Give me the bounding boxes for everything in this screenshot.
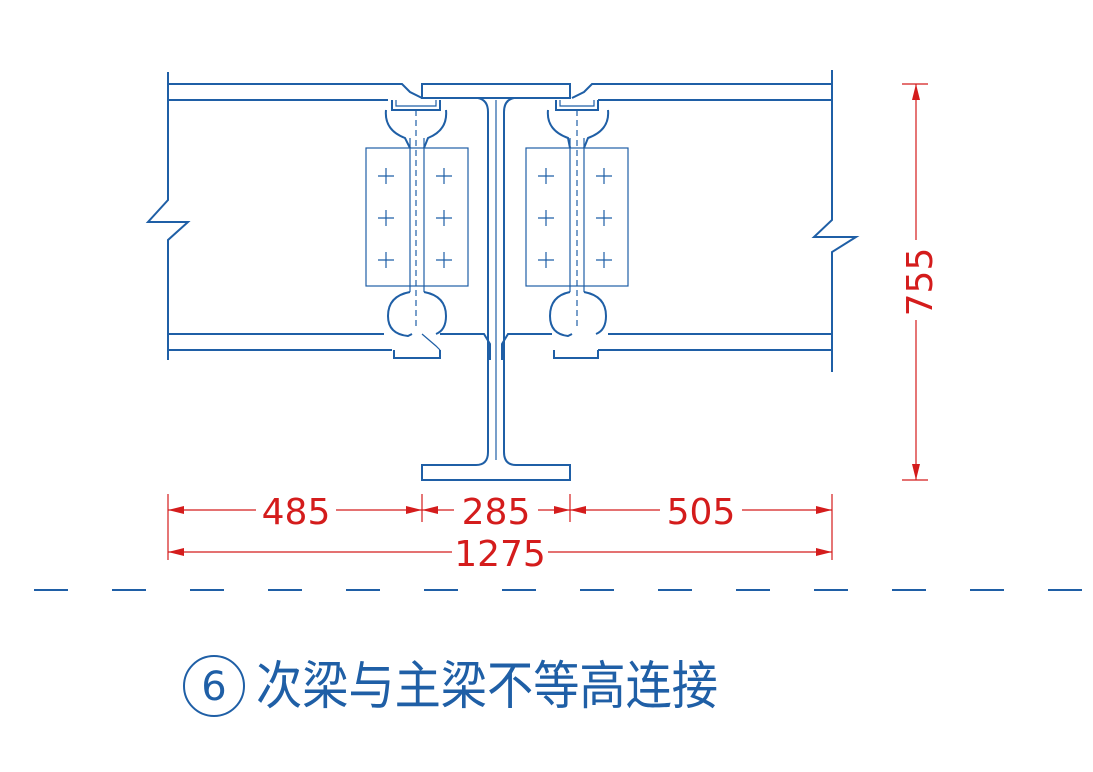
height-dimension: 755 — [900, 83, 941, 481]
right-connection — [525, 100, 629, 359]
dimension-left-label: 485 — [262, 492, 331, 533]
dimension-middle-label: 285 — [462, 492, 531, 533]
dimension-right-label: 505 — [667, 492, 736, 533]
title-text: 次梁与主梁不等高连接 — [256, 657, 718, 717]
span-dimensions: 485 285 505 1275 — [167, 492, 833, 575]
drawing-title: 6 次梁与主梁不等高连接 — [183, 655, 718, 717]
right-secondary-beam — [571, 70, 860, 372]
dimension-overall-label: 1275 — [454, 534, 546, 575]
dimension-height-label: 755 — [900, 248, 941, 317]
title-number: 6 — [201, 664, 226, 710]
title-number-circle — [183, 655, 245, 717]
left-secondary-beam — [145, 72, 423, 360]
left-connection — [365, 100, 469, 359]
main-beam — [421, 83, 571, 481]
